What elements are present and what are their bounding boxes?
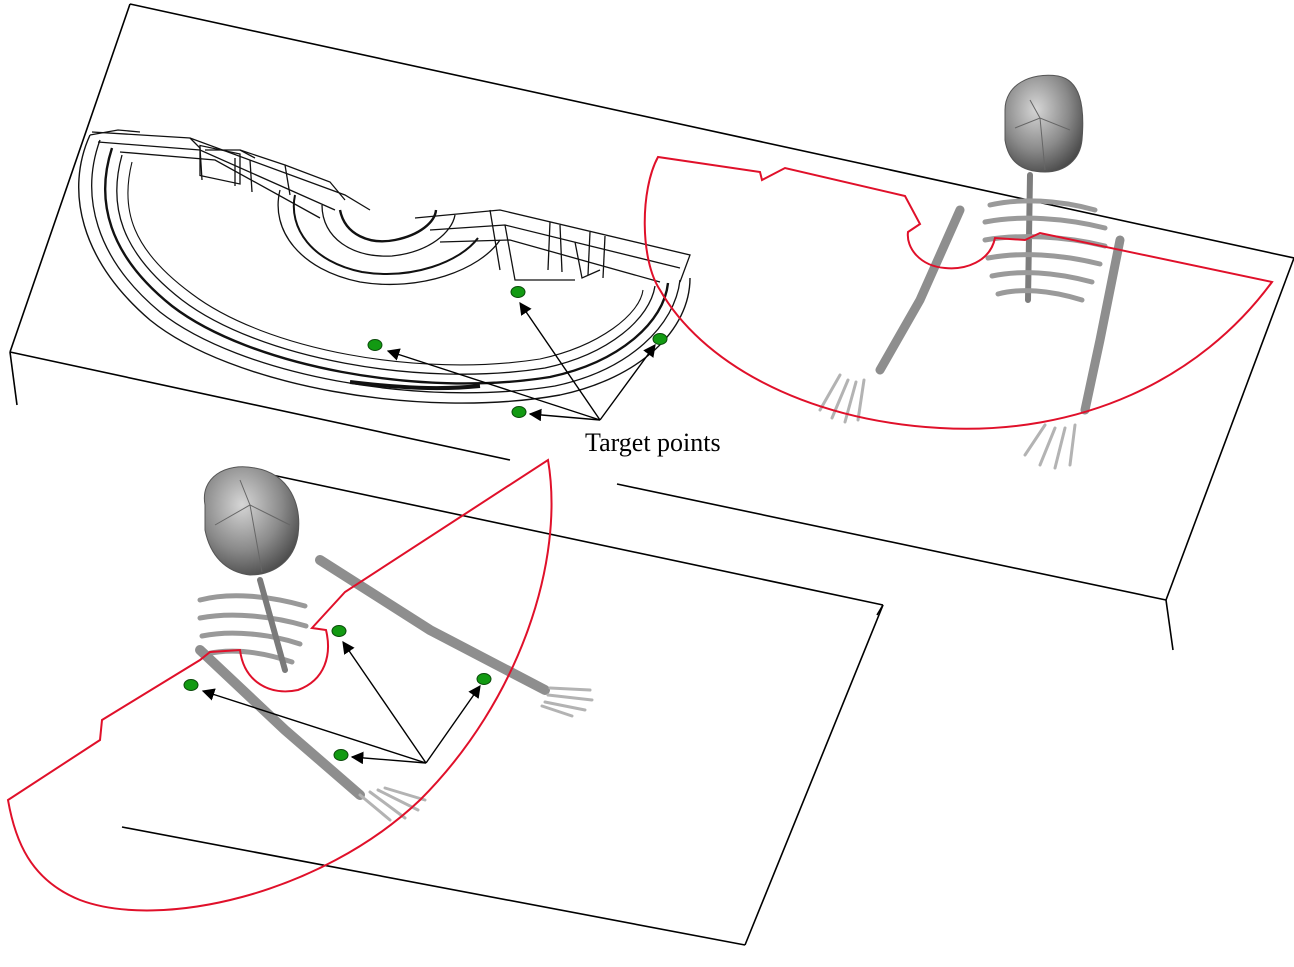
target-point [334, 750, 348, 761]
target-point [512, 407, 526, 418]
target-points-label: Target points [585, 428, 721, 458]
target-point [511, 287, 525, 298]
target-point [477, 674, 491, 685]
wireframe-workspace [79, 130, 690, 403]
target-point [368, 340, 382, 351]
target-point [332, 626, 346, 637]
target-point [653, 334, 667, 345]
top-target-points [368, 287, 667, 418]
bottom-target-arrows [203, 642, 480, 763]
bottom-target-points [184, 626, 491, 761]
bottom-skeleton [8, 460, 592, 910]
top-skeleton [645, 75, 1272, 468]
target-point [184, 680, 198, 691]
